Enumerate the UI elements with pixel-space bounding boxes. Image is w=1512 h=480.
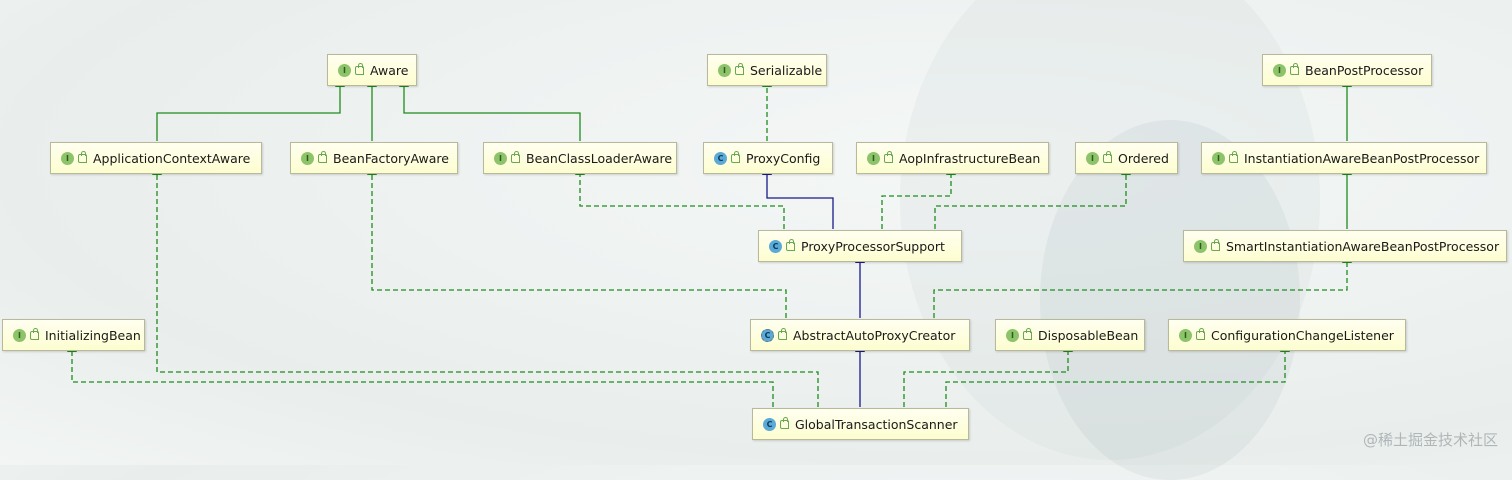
public-visibility-icon [780,416,789,429]
node-beanpostprocessor[interactable]: I BeanPostProcessor [1262,54,1432,86]
edge-proxyprocessorsupport-proxyconfig [762,165,834,229]
public-visibility-icon [1023,327,1032,340]
node-label: SmartInstantiationAwareBeanPostProcessor [1226,238,1500,254]
node-proxyprocessorsupport[interactable]: C ProxyProcessorSupport [758,230,962,262]
node-disposablebean[interactable]: I DisposableBean [995,319,1145,351]
edge-globaltransactionscanner-initializingbean [67,342,774,407]
public-visibility-icon [511,150,520,163]
edge-beanclassloaderaware-aware [399,77,581,141]
node-label: AopInfrastructureBean [899,150,1041,166]
node-beanclassloaderaware[interactable]: I BeanClassLoaderAware [483,142,677,174]
interface-icon: I [1212,151,1225,165]
interface-icon: I [13,328,26,342]
node-globaltransactionscanner[interactable]: C GlobalTransactionScanner [752,408,969,440]
public-visibility-icon [786,238,795,251]
edge-globaltransactionscanner-applicationcontextaware [152,165,819,407]
node-label: BeanFactoryAware [333,150,449,166]
background-figure-2 [1040,120,1300,480]
interface-icon: I [1086,151,1099,165]
edge-abstractautoproxycreator-beanfactoryaware [367,165,787,318]
node-label: ApplicationContextAware [93,150,251,166]
edge-proxyprocessorsupport-ordered [934,165,1131,229]
interface-icon: I [494,151,507,165]
node-label: AbstractAutoProxyCreator [793,327,956,343]
public-visibility-icon [731,150,740,163]
public-visibility-icon [1229,150,1238,163]
interface-icon: I [61,151,74,165]
node-proxyconfig[interactable]: C ProxyConfig [703,142,833,174]
class-icon: C [763,417,776,431]
node-aopinfrastructurebean[interactable]: I AopInfrastructureBean [856,142,1049,174]
node-label: GlobalTransactionScanner [795,416,958,432]
class-icon: C [769,239,782,253]
node-beanfactoryaware[interactable]: I BeanFactoryAware [290,142,458,174]
edge-globaltransactionscanner-disposablebean [903,342,1073,407]
public-visibility-icon [318,150,327,163]
node-abstractautoproxycreator[interactable]: C AbstractAutoProxyCreator [750,319,970,351]
interface-icon: I [1179,328,1192,342]
public-visibility-icon [1211,238,1220,251]
node-configurationchangelistener[interactable]: I ConfigurationChangeListener [1168,319,1406,351]
node-label: Ordered [1118,150,1169,166]
public-visibility-icon [1290,62,1299,75]
public-visibility-icon [30,327,39,340]
abstract-class-icon: C [761,328,774,342]
node-label: BeanPostProcessor [1305,62,1424,78]
public-visibility-icon [735,62,744,75]
edge-globaltransactionscanner-configurationchangelistener [945,342,1290,407]
node-ordered[interactable]: I Ordered [1075,142,1178,174]
node-applicationcontextaware[interactable]: I ApplicationContextAware [50,142,262,174]
class-icon: C [714,151,727,165]
node-label: ConfigurationChangeListener [1211,327,1394,343]
public-visibility-icon [884,150,893,163]
edge-proxyprocessorsupport-aopinfrastructurebean [881,165,956,229]
interface-icon: I [338,63,351,77]
public-visibility-icon [355,62,364,75]
interface-icon: I [1273,63,1286,77]
public-visibility-icon [1103,150,1112,163]
node-label: InitializingBean [45,327,141,343]
watermark: @稀土掘金技术社区 [1362,431,1498,449]
interface-icon: I [718,63,731,77]
node-label: ProxyProcessorSupport [801,238,945,254]
node-label: Aware [370,62,409,78]
public-visibility-icon [778,327,787,340]
interface-icon: I [1194,239,1207,253]
edge-applicationcontextaware-aware [156,77,345,141]
interface-icon: I [301,151,314,165]
node-label: InstantiationAwareBeanPostProcessor [1244,150,1480,166]
node-label: ProxyConfig [746,150,821,166]
node-label: Serializable [750,62,823,78]
node-instantiationawarebeanpostprocessor[interactable]: I InstantiationAwareBeanPostProcessor [1201,142,1487,174]
node-aware[interactable]: I Aware [327,54,417,86]
public-visibility-icon [1196,327,1205,340]
node-label: DisposableBean [1038,327,1139,343]
interface-icon: I [867,151,880,165]
edges-layer [67,77,1352,407]
edge-abstractautoproxycreator-smartbpp [933,253,1352,318]
node-label: BeanClassLoaderAware [526,150,673,166]
node-initializingbean[interactable]: I InitializingBean [2,319,145,351]
edge-proxyprocessorsupport-beanclassloaderaware [575,165,785,229]
public-visibility-icon [78,150,87,163]
node-smartinstantiationawarebeanpostprocessor[interactable]: I SmartInstantiationAwareBeanPostProcesso… [1183,230,1507,262]
node-serializable[interactable]: I Serializable [707,54,827,86]
interface-icon: I [1006,328,1019,342]
